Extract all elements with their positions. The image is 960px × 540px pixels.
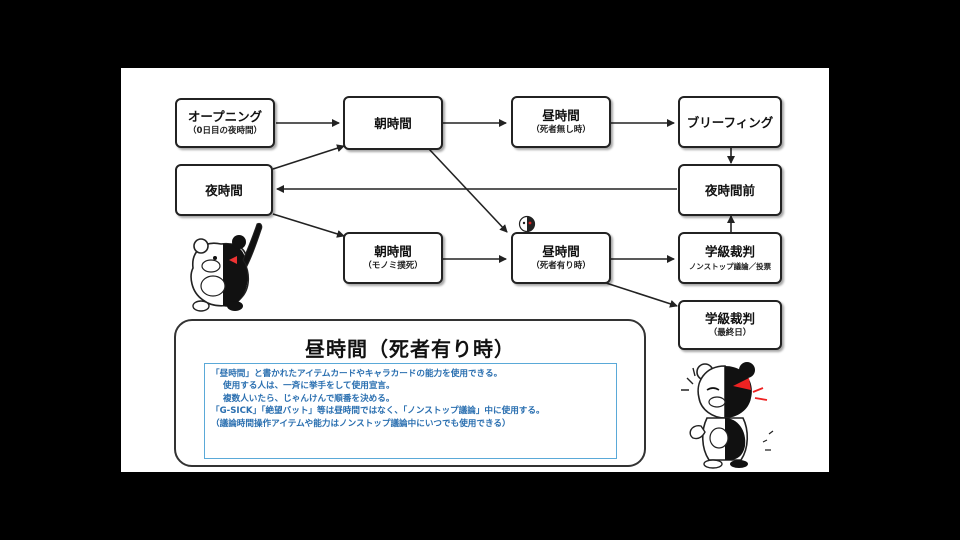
slide: オープニング （0日目の夜時間） 朝時間 昼時間 （死者無し時） ブリーフィング… bbox=[121, 68, 829, 472]
node-morning-title: 朝時間 bbox=[374, 115, 412, 131]
node-night-title: 夜時間 bbox=[205, 182, 243, 198]
node-trial: 学級裁判 ノンストップ議論／投票 bbox=[678, 232, 782, 284]
node-night: 夜時間 bbox=[175, 164, 273, 216]
node-noon-dead-title: 昼時間 bbox=[542, 244, 580, 259]
arrow-morning-noon-dead bbox=[428, 148, 508, 233]
node-noon-none: 昼時間 （死者無し時） bbox=[511, 96, 611, 148]
info-box: 昼時間（死者有り時） 「昼時間」と書かれたアイテムカードやキャラカードの能力を使… bbox=[174, 319, 646, 467]
info-body: 「昼時間」と書かれたアイテムカードやキャラカードの能力を使用できる。 使用する人… bbox=[204, 363, 617, 459]
monokuma-crying-illustration bbox=[681, 362, 774, 469]
arrow-night-morning bbox=[272, 144, 345, 170]
node-morning: 朝時間 bbox=[343, 96, 443, 150]
node-morning-mono: 朝時間 （モノミ撲死） bbox=[343, 232, 443, 284]
node-trial-final-sub: （最終日） bbox=[708, 328, 752, 338]
node-trial-final-title: 学級裁判 bbox=[704, 311, 755, 326]
node-opening: オープニング （0日目の夜時間） bbox=[175, 98, 275, 148]
info-line: （議論時間操作アイテムや能力はノンストップ議論中にいつでも使用できる） bbox=[211, 418, 511, 429]
node-trial-title: 学級裁判 bbox=[704, 244, 755, 259]
flow-arrows bbox=[272, 119, 735, 308]
info-line: 「G-SICK」「絶望バット」等は昼時間ではなく、「ノンストップ議論」中に使用す… bbox=[211, 406, 545, 417]
node-morning-mono-sub: （モノミ撲死） bbox=[363, 261, 423, 271]
info-title: 昼時間（死者有り時） bbox=[305, 337, 515, 361]
node-before-night-title: 夜時間前 bbox=[704, 182, 755, 198]
node-noon-dead: 昼時間 （死者有り時） bbox=[511, 232, 611, 284]
small-monokuma-icon bbox=[518, 215, 536, 233]
node-briefing-title: ブリーフィング bbox=[686, 114, 774, 130]
node-trial-final: 学級裁判 （最終日） bbox=[678, 300, 782, 350]
node-noon-none-sub: （死者無し時） bbox=[531, 125, 591, 135]
info-line: 複数人いたら、じゃんけんで順番を決める。 bbox=[223, 393, 395, 404]
node-noon-dead-sub: （死者有り時） bbox=[531, 261, 591, 271]
monokuma-waving-illustration bbox=[190, 223, 263, 312]
node-opening-sub: （0日目の夜時間） bbox=[188, 126, 262, 136]
node-trial-sub: ノンストップ議論／投票 bbox=[688, 262, 772, 271]
node-opening-title: オープニング bbox=[187, 109, 263, 124]
info-line: 使用する人は、一斉に挙手をして使用宣言。 bbox=[223, 381, 395, 392]
node-noon-none-title: 昼時間 bbox=[542, 108, 580, 123]
node-before-night: 夜時間前 bbox=[678, 164, 782, 216]
node-morning-mono-title: 朝時間 bbox=[374, 244, 412, 259]
info-line: 「昼時間」と書かれたアイテムカードやキャラカードの能力を使用できる。 bbox=[211, 369, 503, 379]
arrow-night-morning-mono bbox=[272, 213, 345, 238]
node-briefing: ブリーフィング bbox=[678, 96, 782, 148]
arrow-noon-dead-trial-final bbox=[602, 281, 678, 308]
